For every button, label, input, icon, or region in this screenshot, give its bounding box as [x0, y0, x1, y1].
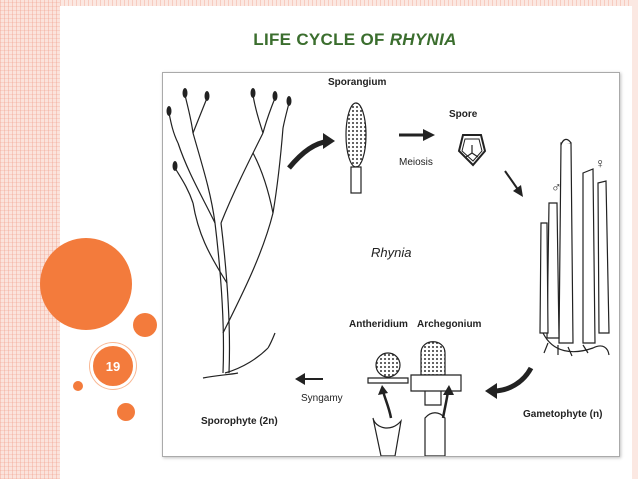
- decorative-left-band: [0, 0, 60, 479]
- page-number-badge: 19: [90, 343, 136, 389]
- decorative-circle-medium: [133, 313, 157, 337]
- sporangium-illustration: [345, 102, 367, 194]
- archegonium-illustration: [410, 341, 462, 456]
- center-label-rhynia: Rhynia: [371, 245, 412, 260]
- decorative-top-band: [60, 0, 638, 6]
- label-syngamy: Syngamy: [301, 393, 343, 404]
- symbol-male: ♂: [551, 179, 562, 195]
- slide-title-italic: RHYNIA: [389, 30, 457, 49]
- decorative-circle-small: [73, 381, 83, 391]
- spore-illustration: [457, 134, 487, 167]
- label-spore: Spore: [449, 109, 478, 120]
- label-sporophyte: Sporophyte (2n): [201, 416, 278, 427]
- diagram-drawing: [166, 88, 610, 456]
- cycle-arrows: [287, 129, 534, 419]
- symbol-female: ♀: [595, 155, 606, 171]
- slide-title-main: LIFE CYCLE OF: [253, 30, 390, 49]
- life-cycle-diagram: Sporangium Spore Meiosis ♂ ♀ Rhynia Anth…: [162, 72, 620, 457]
- sporophyte-plant-illustration: [168, 94, 290, 379]
- antheridium-illustration: [367, 352, 409, 456]
- label-gametophyte: Gametophyte (n): [523, 409, 603, 420]
- decorative-circle-small-2: [117, 403, 135, 421]
- sporangia-tips: [166, 88, 292, 171]
- slide-title: LIFE CYCLE OF RHYNIA: [190, 30, 520, 50]
- label-meiosis: Meiosis: [399, 157, 433, 168]
- label-sporangium: Sporangium: [328, 77, 387, 88]
- label-archegonium: Archegonium: [417, 319, 482, 330]
- label-antheridium: Antheridium: [349, 319, 408, 330]
- gametophyte-illustration: [539, 138, 610, 357]
- decorative-circle-large: [40, 238, 132, 330]
- decorative-right-band: [632, 0, 638, 479]
